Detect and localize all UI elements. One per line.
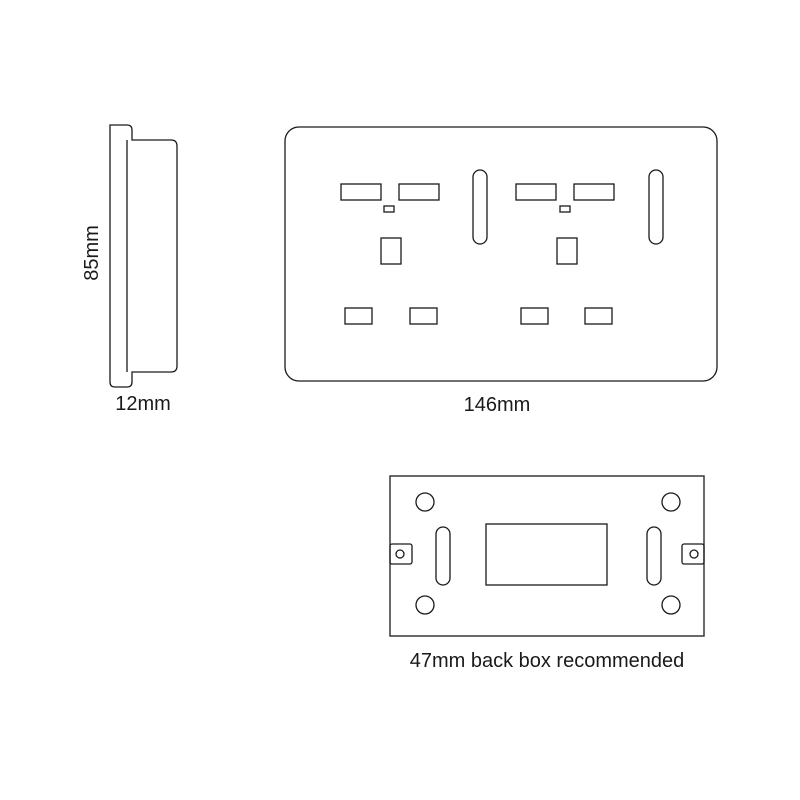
- earth-pin-slot-left: [380, 237, 402, 265]
- back-box-caption: 47mm back box recommended: [410, 650, 685, 672]
- neutral-pin-slot-right: [584, 307, 613, 325]
- mounting-slot-left: [435, 526, 451, 586]
- live-pin-slot-left: [344, 307, 373, 325]
- right-socket: [515, 169, 664, 325]
- depth-dimension-label: 12mm: [115, 393, 171, 415]
- usb-port-left-a: [340, 183, 382, 201]
- usb-port-right-a: [515, 183, 557, 201]
- side-profile-view: [109, 124, 178, 388]
- back-box-view: [389, 475, 705, 637]
- fixing-hole-top-left: [415, 492, 435, 512]
- rocker-switch-right: [648, 169, 664, 245]
- usb-port-left-b: [398, 183, 440, 201]
- left-socket: [340, 169, 488, 325]
- neutral-pin-slot-left: [409, 307, 438, 325]
- indicator-led-right: [559, 205, 571, 213]
- front-faceplate-view: [284, 126, 718, 382]
- earth-pin-slot-right: [556, 237, 578, 265]
- side-profile-outline: [109, 124, 178, 388]
- width-dimension-label: 146mm: [464, 394, 531, 416]
- usb-port-right-b: [573, 183, 615, 201]
- fixing-hole-bottom-left: [415, 595, 435, 615]
- mounting-slot-right: [646, 526, 662, 586]
- height-dimension-label: 85mm: [81, 225, 103, 281]
- rocker-switch-left: [472, 169, 488, 245]
- fixing-hole-bottom-right: [661, 595, 681, 615]
- fixing-hole-top-right: [661, 492, 681, 512]
- cable-knockout: [485, 523, 608, 586]
- faceplate-outline: [284, 126, 718, 382]
- lug-right: [681, 543, 705, 565]
- indicator-led-left: [383, 205, 395, 213]
- lug-left: [389, 543, 413, 565]
- live-pin-slot-right: [520, 307, 549, 325]
- back-box-outline: [389, 475, 705, 637]
